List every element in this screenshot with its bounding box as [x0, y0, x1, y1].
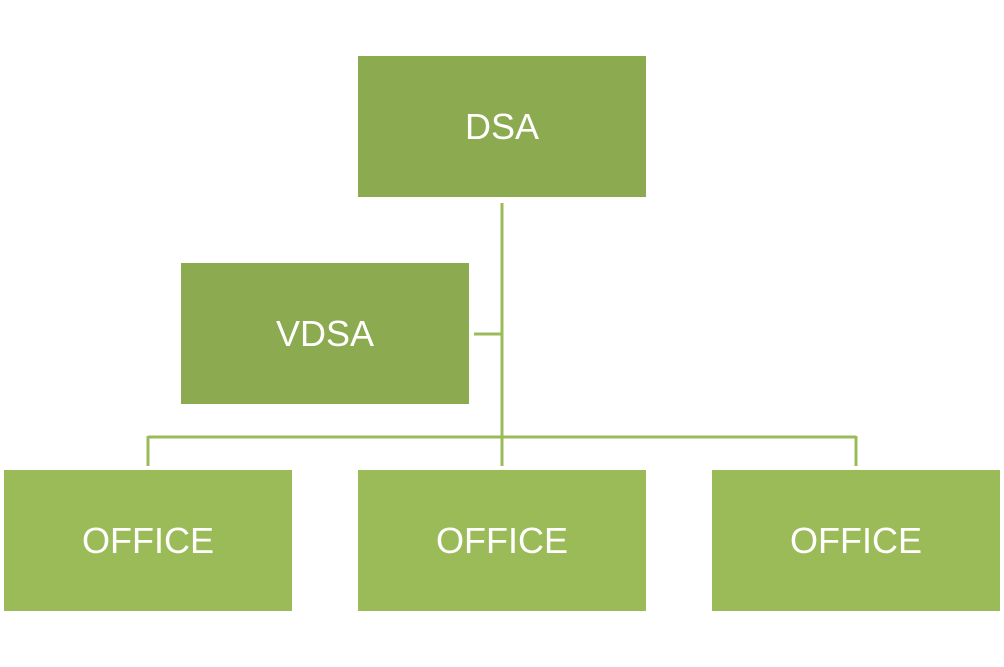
node-vdsa-label: VDSA	[275, 312, 375, 354]
node-office-2: OFFICE	[358, 470, 646, 611]
node-vdsa: VDSA	[181, 263, 469, 404]
node-office-1-label: OFFICE	[82, 519, 214, 561]
node-office-3-label: OFFICE	[790, 519, 922, 561]
node-dsa: DSA	[358, 56, 646, 197]
node-office-3: OFFICE	[712, 470, 1000, 611]
node-office-2-label: OFFICE	[436, 519, 568, 561]
node-office-1: OFFICE	[4, 470, 292, 611]
node-dsa-label: DSA	[464, 105, 540, 147]
